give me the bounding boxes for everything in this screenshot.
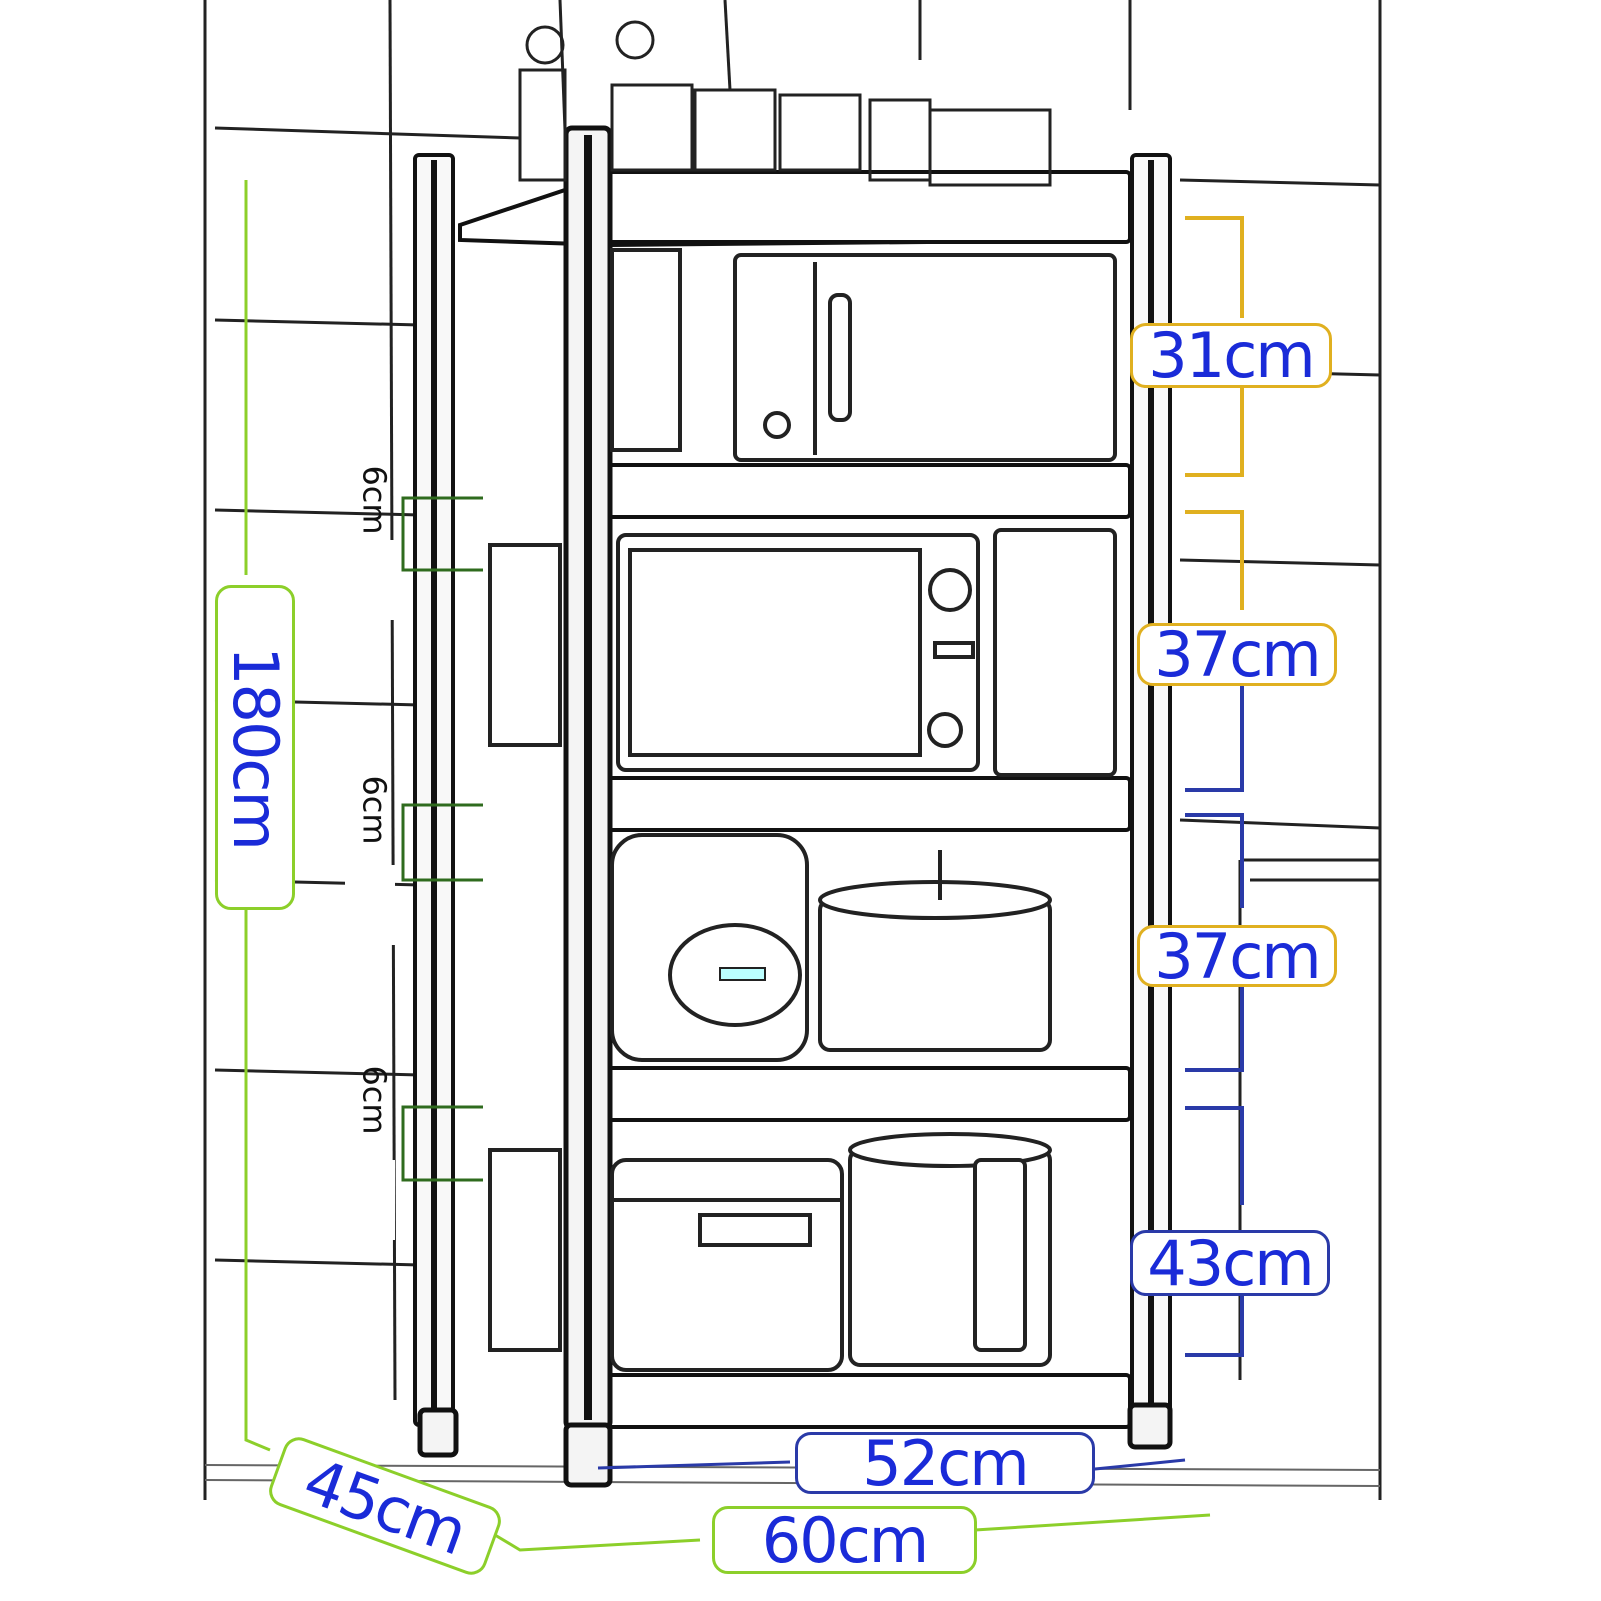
tier-1-height-label: 31cm: [1130, 319, 1332, 392]
adjust-brackets: [401, 496, 483, 1182]
shelf-boards: [458, 170, 1132, 1429]
tier-4-height-label: 43cm: [1130, 1227, 1330, 1300]
total-height-text: 180cm: [218, 646, 292, 849]
total-width-label: 60cm: [712, 1504, 977, 1577]
adjust-label-3: 6cm: [356, 1065, 394, 1135]
microwave: [488, 528, 1117, 777]
rice-cooker-and-pot: [610, 833, 1052, 1062]
front-posts: [417, 125, 1173, 1488]
top-oven: [610, 248, 1117, 462]
label-patches: [345, 540, 395, 1240]
tier-brackets: [1185, 216, 1244, 1357]
bottom-containers: [488, 1132, 1052, 1372]
inner-width-line: [597, 1458, 1186, 1472]
total-height-label: 180cm: [215, 585, 295, 910]
top-items: [518, 20, 1052, 187]
inner-width-label: 52cm: [795, 1427, 1095, 1500]
tier-3-height-label: 37cm: [1137, 920, 1337, 993]
height-dimension-line: [244, 180, 1211, 1552]
adjust-label-1: 6cm: [356, 465, 394, 535]
tier-2-height-label: 37cm: [1137, 618, 1337, 691]
adjust-label-2: 6cm: [356, 775, 394, 845]
